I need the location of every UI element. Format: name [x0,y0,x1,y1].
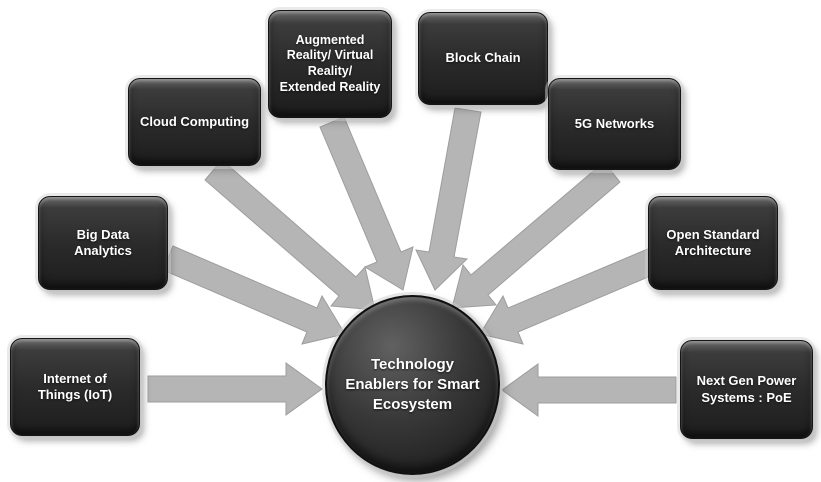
node-internet-of-things: Internet of Things (IoT) [10,338,140,436]
arrow-bigdata-to-center [162,245,346,345]
node-5g-networks: 5G Networks [548,78,681,170]
arrow-5g-to-center [451,161,621,309]
node-open-standard-architecture: Open Standard Architecture [648,196,778,290]
node-cloud-computing: Cloud Computing [128,78,261,166]
node-next-gen-power-systems: Next Gen Power Systems : PoE [680,340,813,439]
arrow-openstd-to-center [479,247,661,345]
arrow-arvr-to-center [319,116,414,291]
node-ar-vr-xr: Augmented Reality/ Virtual Reality/ Exte… [268,10,392,118]
arrow-iot-to-center [147,362,323,416]
arrow-cloud-to-center [204,159,376,311]
node-big-data-analytics: Big Data Analytics [38,196,168,290]
arrow-nextgen-to-center [501,363,677,417]
node-block-chain: Block Chain [418,12,548,105]
arrow-blockchain-to-center [415,107,482,291]
center-node-technology-enablers: Technology Enablers for Smart Ecosystem [325,295,500,475]
